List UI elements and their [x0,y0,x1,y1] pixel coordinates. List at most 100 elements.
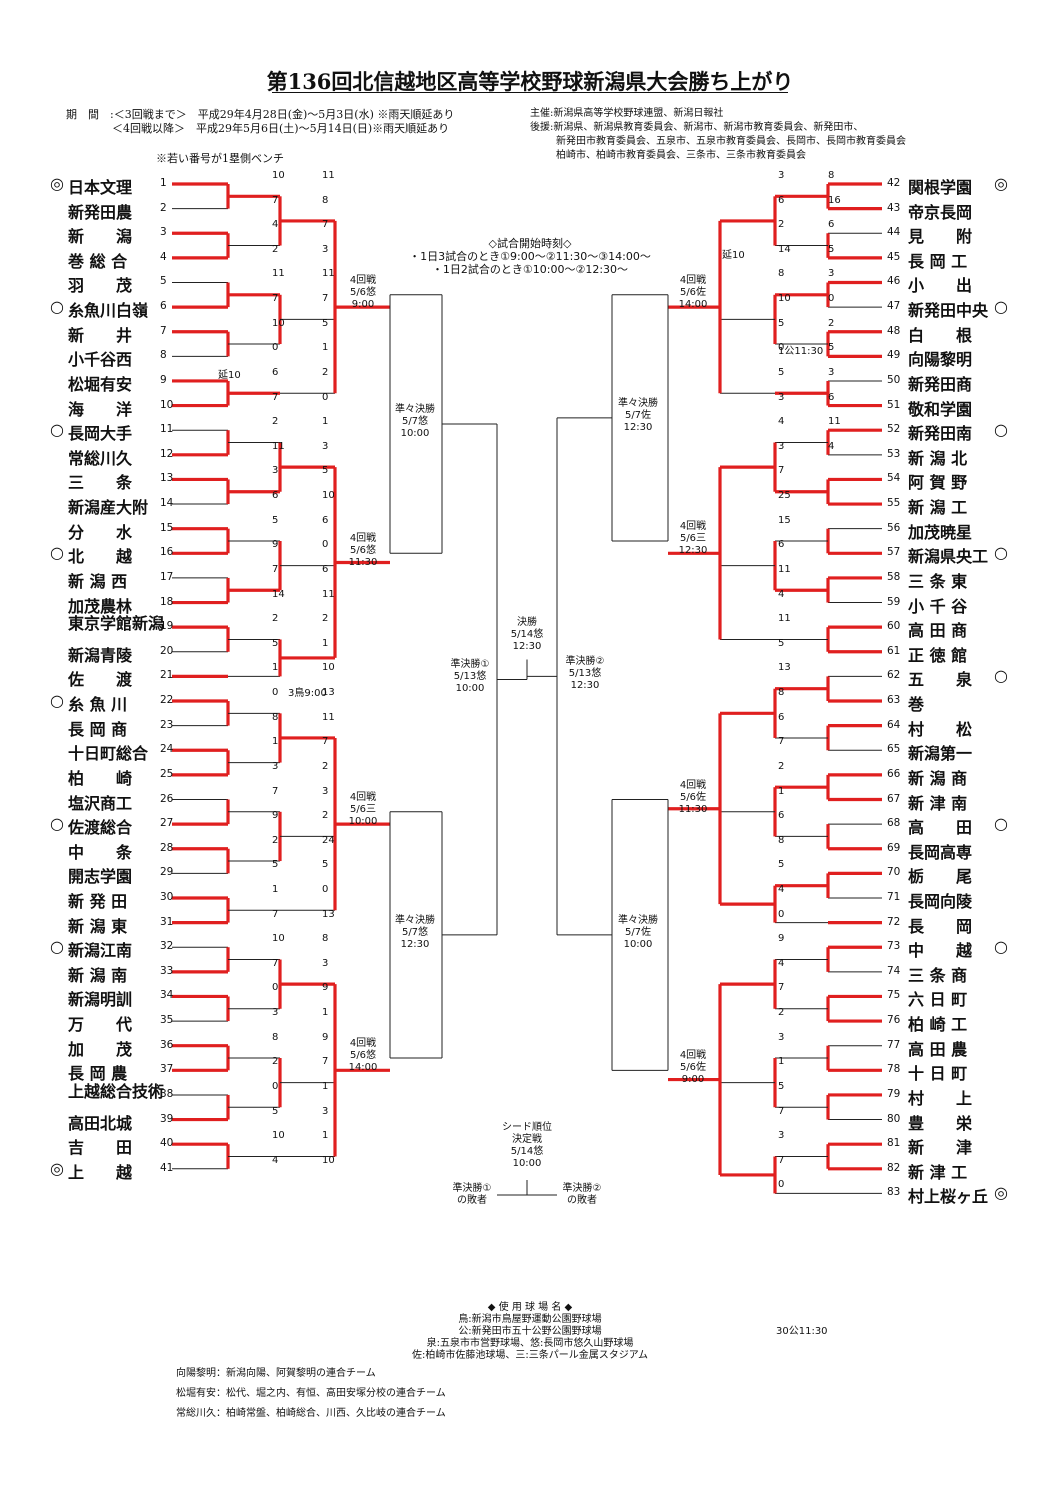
team-name: 新発田中央 [908,301,989,321]
team-number: 38 [160,1087,174,1100]
team-name: 万 代 [68,1015,133,1035]
score: 13 [322,687,335,699]
team-name: 常総川久 [68,448,133,468]
team-name: 新 津 [908,1138,973,1158]
team-number: 16 [160,546,174,559]
team-name: 日本文理 [68,178,133,197]
team-number: 62 [887,669,901,682]
score: 7 [778,465,785,477]
team-number: 29 [160,866,174,879]
team-number: 47 [887,300,901,313]
score: 8 [778,687,785,699]
score: 7 [778,736,785,748]
team-number: 80 [887,1112,901,1125]
score: 2 [778,1007,785,1019]
score: 13 [778,662,791,674]
score: 7 [778,982,785,994]
quarterfinal-label: 10:00 [623,938,653,950]
score: 2 [272,834,279,846]
team-number: 45 [887,250,901,263]
score: 5 [322,465,329,477]
team-name: 関根学園 [908,178,973,197]
score: 4 [778,416,785,428]
score: 0 [272,342,279,354]
score: 4 [828,440,835,452]
score: 7 [272,293,279,305]
score: 1 [778,1056,785,1068]
venue-line-3: 泉:五泉市市営野球場、悠:長岡市悠久山野球場 [426,1338,634,1349]
score: 3 [322,440,329,452]
team-number: 75 [887,989,901,1002]
team-number: 24 [160,743,174,756]
team-number: 9 [160,373,167,386]
seed-mark: ◎ [50,1158,64,1178]
round4-label: 4回戦 [349,274,377,286]
score: 1 [322,416,329,428]
round4-label: 14:00 [348,1062,378,1073]
semifinal-label: 5/13悠 [568,668,602,680]
team-name: 東京学館新潟 [68,614,165,634]
team-number: 79 [887,1087,901,1100]
team-number: 83 [887,1186,901,1199]
team-name: 新潟江南 [68,941,133,961]
page-title: 第136回北信越地区高等学校野球新潟県大会勝ち上がり [266,69,794,94]
extra-innings-label: 延10 [722,250,745,261]
team-number: 19 [160,620,174,633]
score: 1 [322,1130,329,1142]
team-name: 小 千 谷 [908,596,968,616]
score: 6 [272,490,279,502]
team-number: 26 [160,792,174,805]
score: 5 [778,366,785,378]
score: 11 [322,268,335,280]
score: 10 [272,170,285,181]
team-number: 12 [160,447,174,460]
team-number: 39 [160,1112,174,1125]
team-name: 新 発 田 [68,891,128,911]
team-name: 新潟県央工 [908,547,989,567]
score: 2 [778,219,785,231]
score: 4 [272,219,279,231]
team-number: 55 [887,497,901,510]
team-name: 十 日 町 [908,1064,968,1084]
team-number: 72 [887,915,901,928]
round4-label: 4回戦 [349,791,377,803]
seed-mark: ○ [50,814,64,834]
team-name: 新 潟 南 [68,965,128,985]
score: 3 [778,1130,785,1142]
team-name: 敬和学園 [908,399,973,419]
team-name: 吉 田 [68,1138,133,1158]
quarterfinal-label: 12:30 [400,938,430,950]
team-number: 74 [887,964,901,977]
team-name: 新 津 工 [908,1162,968,1182]
score: 4 [778,883,785,895]
team-number: 22 [160,694,174,707]
score: 9 [272,539,279,551]
score: 10 [272,1130,285,1142]
score: 0 [828,293,835,305]
team-number: 54 [887,472,901,485]
semifinal-label: 12:30 [570,680,600,692]
team-number: 46 [887,275,901,288]
score: 2 [778,760,785,772]
final-label: 決勝 [517,617,537,629]
score: 4 [778,957,785,969]
score: 5 [828,243,835,255]
seed-mark: ○ [50,691,64,711]
team-name: 長岡向陵 [908,891,973,911]
score: 6 [828,391,835,403]
semifinal-label: 10:00 [455,683,485,695]
round4-label: 4回戦 [349,1038,377,1049]
score: 2 [272,243,279,255]
start-time-line-1: ・1日3試合のとき①9:00～②11:30～③14:00～ [409,250,651,263]
team-name: 三 条 商 [908,965,968,985]
seed-mark: ○ [50,297,64,317]
team-name: 新発田農 [68,202,133,222]
score: 3 [272,465,279,477]
round4-label: 14:00 [678,298,708,310]
seed-mark: ○ [50,420,64,440]
team-number: 65 [887,743,901,756]
team-number: 68 [887,817,901,830]
team-name: 村上桜ヶ丘 [908,1187,989,1207]
team-number: 3 [160,226,167,239]
score: 10 [778,293,791,305]
